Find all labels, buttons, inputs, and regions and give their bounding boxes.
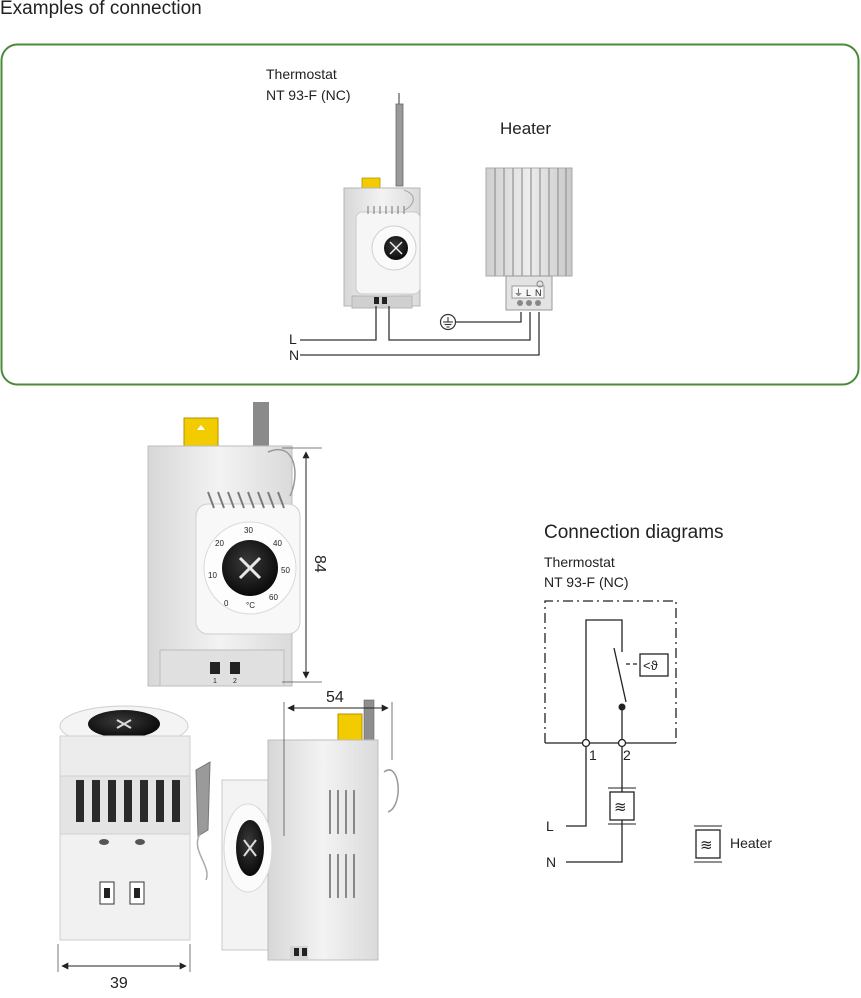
thermostat-bottom-view: [59, 705, 211, 941]
diagram-title: Connection diagrams: [544, 522, 724, 543]
thermostat-side-view: [221, 699, 399, 961]
ground-icon: [439, 313, 457, 331]
heater-terminal-n: N: [535, 288, 542, 298]
wire-l-label: L: [289, 331, 297, 347]
wiring: [300, 306, 540, 356]
small-thermostat: [343, 93, 421, 309]
page-title: Examples of connection: [0, 0, 202, 19]
example-frame: [0, 43, 860, 386]
heater-legend-label: Heater: [730, 835, 772, 851]
dial-50: 50: [281, 566, 290, 575]
heater-symbol-icon: ≋: [614, 799, 627, 816]
dial-30: 30: [244, 526, 253, 535]
diagram-wire-n: N: [546, 854, 556, 870]
terminal-1-node: [581, 738, 591, 748]
diagram-wire-l: L: [546, 818, 554, 834]
heater-terminal-l: L: [526, 288, 531, 298]
terminal-2-node: [617, 738, 627, 748]
thermostat-label-line1: Thermostat: [266, 66, 337, 82]
heater-legend-icon: ≋: [700, 837, 713, 854]
thermostat-front-view: 0 10 20 30 40 50 60 °C 1 2: [147, 402, 301, 687]
diagram-thermostat-line2: NT 93-F (NC): [544, 574, 629, 590]
dial-10: 10: [208, 571, 217, 580]
wire-n-label: N: [289, 347, 299, 363]
heater-terminal-earth: ⏚: [514, 288, 523, 298]
diagram-thermostat-line1: Thermostat: [544, 554, 615, 570]
diagram-terminal-1: 1: [589, 747, 597, 763]
sensor-symbol: <ϑ: [643, 658, 659, 673]
dimension-front-width-label: 39: [110, 975, 128, 992]
yellow-clip-large: [183, 417, 219, 449]
contact-pivot: [618, 703, 626, 711]
dial-0: 0: [224, 599, 229, 608]
sensor-probe: [395, 103, 404, 187]
dial-60: 60: [269, 593, 278, 602]
dimension-front-width: 39: [57, 944, 191, 992]
terminal-2-label: 2: [233, 678, 237, 685]
diagram-terminal-2: 2: [623, 747, 631, 763]
thermostat-label-line2: NT 93-F (NC): [266, 87, 351, 103]
dial-unit: °C: [246, 601, 255, 610]
dimension-height: 84: [282, 447, 328, 683]
dimension-side-width: 54: [283, 689, 393, 836]
dial-20: 20: [215, 539, 224, 548]
dimension-side-width-label: 54: [326, 689, 344, 706]
terminal-1-label: 1: [213, 678, 217, 685]
dial-40: 40: [273, 539, 282, 548]
heater-label: Heater: [500, 119, 551, 138]
dimension-height-label: 84: [311, 555, 328, 573]
connection-diagram: [544, 600, 722, 863]
heater-device: ⏚ L N: [485, 167, 573, 311]
